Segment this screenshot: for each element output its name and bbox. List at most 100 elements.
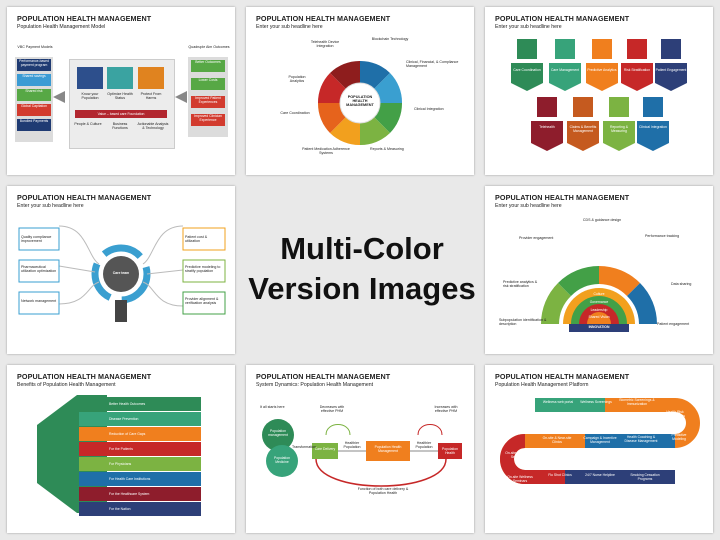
slide-phm-benefits[interactable]: POPULATION HEALTH MANAGEMENT Benefits of… — [7, 365, 235, 533]
benefit-item: For Physicians — [105, 457, 201, 471]
protect-icon — [138, 67, 164, 89]
benefit-item: Disease Prevention — [105, 412, 201, 426]
slide-title: POPULATION HEALTH MANAGEMENT — [495, 193, 630, 202]
layer-label: Shared Vision — [588, 315, 610, 319]
outer-label: Provider engagement — [519, 236, 554, 240]
layer-label: Culture — [593, 292, 605, 296]
platform-item: Wellness Screenings — [580, 400, 612, 404]
vbc-item: Bundled Payments — [17, 119, 51, 131]
vbc-item: Global Capitation — [17, 104, 51, 116]
slide-title: POPULATION HEALTH MANAGEMENT — [17, 372, 152, 381]
wheel-label: Clinical Integration — [414, 107, 444, 111]
benefit-item: Reduction of Care Gaps — [105, 427, 201, 441]
outer-label: CDS & guidance design — [582, 218, 622, 222]
pop-health: Population Health — [441, 447, 459, 455]
foundation-item: Actionable Analysis & Technology — [137, 122, 169, 131]
tile-label: Reporting & Measuring — [610, 125, 628, 133]
start-label: It all starts here — [260, 405, 285, 409]
slide-phm-icons[interactable]: POPULATION HEALTH MANAGEMENT Enter your … — [485, 7, 713, 175]
outcome-item: Better Outcomes — [191, 60, 225, 72]
phm-label: Population Health Management — [374, 445, 402, 453]
slide-title: POPULATION HEALTH MANAGEMENT — [256, 14, 391, 23]
slide-phm-system-dynamics[interactable]: POPULATION HEALTH MANAGEMENT System Dyna… — [246, 365, 474, 533]
platform-item: Campaign & Incentive Management — [583, 436, 617, 444]
right-item: Predictive modeling to stratify populati… — [185, 265, 221, 274]
healthier-label: Healthier Population — [343, 441, 361, 450]
outer-label: Predictive analytics & risk stratificati… — [503, 280, 538, 289]
slide-subtitle: System Dynamics: Population Health Manag… — [256, 382, 374, 388]
benefit-item: For the Patients — [105, 442, 201, 456]
multi-color-heading: Multi-Color Version Images — [248, 229, 476, 309]
layer-label: Leadership — [590, 308, 608, 312]
health-icon — [107, 67, 133, 89]
left-item: Network management — [21, 299, 57, 303]
tile-label: Predictive Analytics — [587, 68, 617, 72]
heading-line-2: Version Images — [248, 271, 476, 306]
wheel-label: Telehealth Device Integration — [310, 40, 340, 49]
foundation-item: Business Functions — [112, 122, 128, 131]
tile-label: Clinical Integration — [639, 125, 667, 129]
slide-title: POPULATION HEALTH MANAGEMENT — [17, 193, 152, 202]
benefit-item: Better Health Outcomes — [105, 397, 201, 411]
slide-phm-wheel[interactable]: POPULATION HEALTH MANAGEMENT Enter your … — [246, 7, 474, 175]
outcome-item: Improved Patient Experiences — [191, 96, 225, 108]
function-label: Function of both care delivery & Populat… — [357, 487, 409, 496]
platform-item: Health Risk Assessments — [664, 410, 686, 418]
slide-subtitle: Enter your sub headline here — [495, 203, 562, 209]
slide-subtitle: Population Health Management Platform — [495, 382, 589, 388]
wheel-label: Clinical, Financial, & Compliance Manage… — [406, 60, 459, 69]
icon-tiles — [511, 39, 687, 151]
tile-label: Risk Stratification — [623, 68, 651, 72]
slide-phm-care-team[interactable]: POPULATION HEALTH MANAGEMENT Enter your … — [7, 186, 235, 354]
slide-subtitle: Benefits of Population Health Management — [17, 382, 116, 388]
right-item: Provider alignment & verification analys… — [185, 297, 219, 306]
left-item: Quality compliance improvement — [21, 235, 52, 244]
platform-item: Smoking Cessation Programs — [630, 473, 660, 481]
outer-label: Performance tracking — [645, 234, 680, 238]
platform-item: Flu Shot Clinics — [548, 473, 572, 477]
slide-phm-innovation[interactable]: POPULATION HEALTH MANAGEMENT Enter your … — [485, 186, 713, 354]
increases-label: Increases with effective PHM — [434, 405, 458, 414]
benefit-item: For the Nation — [105, 502, 201, 516]
wheel-label: Reports & Measuring — [370, 147, 404, 151]
benefit-item: For the Healthcare System — [105, 487, 201, 501]
wheel-center: POPULATION HEALTH MANAGEMENT — [346, 95, 374, 108]
pop-medicine: Population Medicine — [273, 456, 291, 464]
population-icon — [77, 67, 103, 89]
wheel-label: Population Analytics — [288, 75, 306, 84]
left-item: Pharmaceutical utilization optimization — [21, 265, 57, 274]
slide-phm-model[interactable]: POPULATION HEALTH MANAGEMENT Population … — [7, 7, 235, 175]
benefits-diagram — [37, 395, 107, 516]
wheel-label: Care Coordination — [280, 111, 310, 115]
care-team-diagram — [18, 225, 226, 322]
mid-item: Protect From Harms — [140, 92, 162, 101]
slide-phm-platform[interactable]: POPULATION HEALTH MANAGEMENT Population … — [485, 365, 713, 533]
platform-item: Biometric Screenings & Immunization — [619, 398, 655, 406]
vbc-item: Shared savings — [17, 74, 51, 86]
mid-item: Know your Population — [81, 92, 99, 101]
platform-diagram — [500, 398, 700, 484]
care-team-label: Care team — [112, 271, 130, 275]
tile-label: Claims & Benefits Management — [569, 125, 597, 133]
outcome-item: Lower Costs — [191, 78, 225, 90]
tile-label: Care Coordination — [513, 68, 541, 72]
wheel-label: Blockchain Technology — [371, 37, 409, 41]
foundation-item: People & Culture — [74, 122, 102, 126]
platform-item: On-site & Near-site Clinics — [542, 436, 572, 444]
innovation-diagram — [541, 266, 657, 332]
care-delivery: Care Delivery — [314, 447, 336, 451]
outer-label: Subpopulation identification & descripti… — [499, 318, 547, 327]
slide-title: POPULATION HEALTH MANAGEMENT — [495, 372, 630, 381]
vbc-heading: VBC Payment Models — [17, 45, 53, 49]
platform-item: On-site Wellness Seminars — [505, 451, 531, 459]
wheel-diagram — [317, 60, 403, 146]
outcome-item: Improved Clinician Experience — [191, 114, 225, 126]
foundation-bar: Value – based care Foundation — [75, 110, 167, 118]
outer-label: Data sharing — [671, 282, 692, 286]
slide-subtitle: Enter your sub headline here — [17, 203, 84, 209]
vbc-item: Performance-based payment program — [17, 59, 51, 71]
platform-item: Wellness web portal — [542, 400, 574, 404]
platform-item: 24/7 Nurse Helpline — [585, 473, 615, 477]
slide-subtitle: Enter your sub headline here — [256, 24, 323, 30]
tile-label: Care Management — [550, 68, 580, 72]
